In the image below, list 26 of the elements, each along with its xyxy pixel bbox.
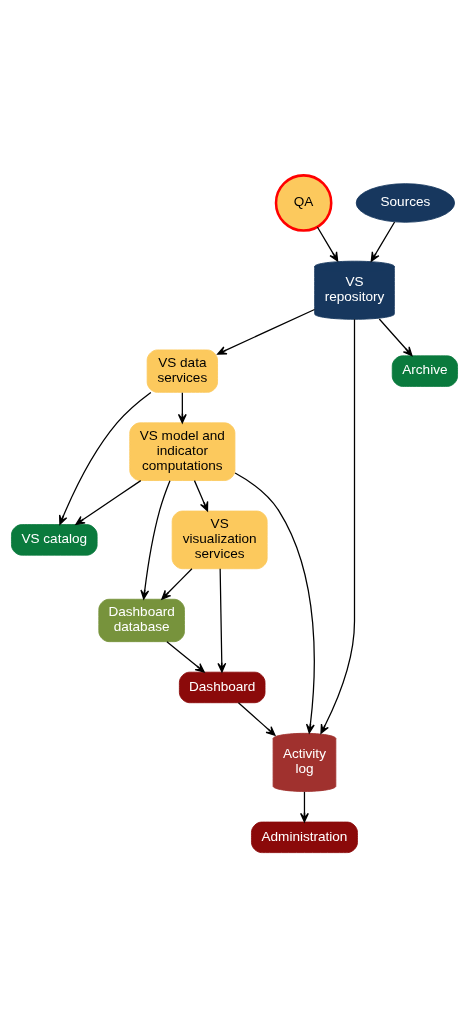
node-box: VS catalog xyxy=(11,523,98,556)
arrow xyxy=(320,318,356,734)
arrow xyxy=(300,790,309,822)
arrow xyxy=(378,317,413,356)
arrow xyxy=(217,567,227,673)
arrow xyxy=(234,471,315,734)
arrow xyxy=(316,225,339,262)
arrow xyxy=(75,479,142,525)
node-box: Dashboard xyxy=(178,671,266,703)
arrow xyxy=(161,567,193,600)
node-box: VS data services xyxy=(146,349,218,393)
arrow xyxy=(140,479,171,600)
arrow xyxy=(166,640,205,673)
node-box: Dashboard database xyxy=(98,598,185,642)
node-box: VS model and indicator computations xyxy=(129,421,236,481)
arrow xyxy=(193,479,209,511)
arrow xyxy=(217,308,316,355)
node-box: VS visualization services xyxy=(171,510,268,569)
node-circle: QA xyxy=(274,173,333,232)
arrow xyxy=(177,391,187,423)
node-box: Archive xyxy=(391,354,458,387)
arrow xyxy=(237,701,276,736)
node-box: Administration xyxy=(251,821,358,853)
arrow xyxy=(370,220,396,262)
node-ellipse: Sources xyxy=(355,182,455,223)
arrow xyxy=(59,391,152,525)
